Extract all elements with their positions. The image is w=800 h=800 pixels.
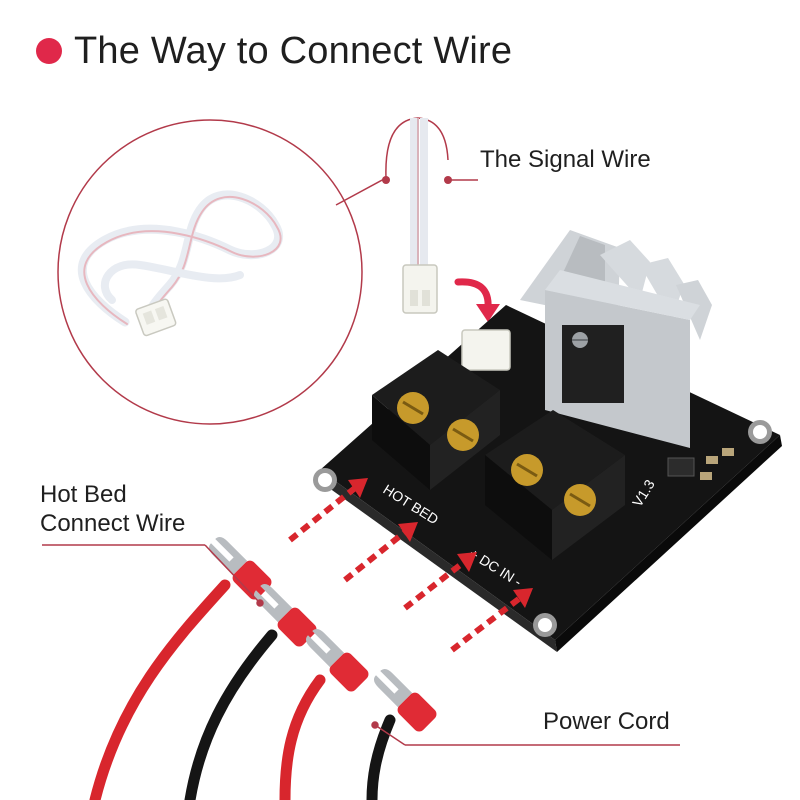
hot-bed-terminal <box>372 350 500 490</box>
callout-hot-bed-connect-wire: Hot Bed Connect Wire <box>40 480 185 538</box>
signal-wire-plug <box>402 118 438 314</box>
spade-terminals <box>208 536 437 732</box>
callout-power-cord: Power Cord <box>543 708 670 735</box>
page-title-text: The Way to Connect Wire <box>74 29 513 72</box>
signal-cable-magnifier <box>57 117 478 425</box>
insertion-arrows <box>288 478 533 653</box>
page-title: The Way to Connect Wire <box>36 26 512 76</box>
dc-in-terminal <box>485 410 625 560</box>
power-wires <box>89 579 396 800</box>
callout-signal-wire: The Signal Wire <box>480 146 651 173</box>
bullet-dot-icon <box>36 38 62 64</box>
mosfet-board: HOT BED + DC IN - V1.3 <box>313 230 782 652</box>
callout-leader-lines <box>42 544 680 746</box>
callout-hot-bed-line2: Connect Wire <box>40 510 186 537</box>
callout-hot-bed-line1: Hot Bed <box>40 481 127 508</box>
curved-arrow-icon <box>454 278 500 322</box>
